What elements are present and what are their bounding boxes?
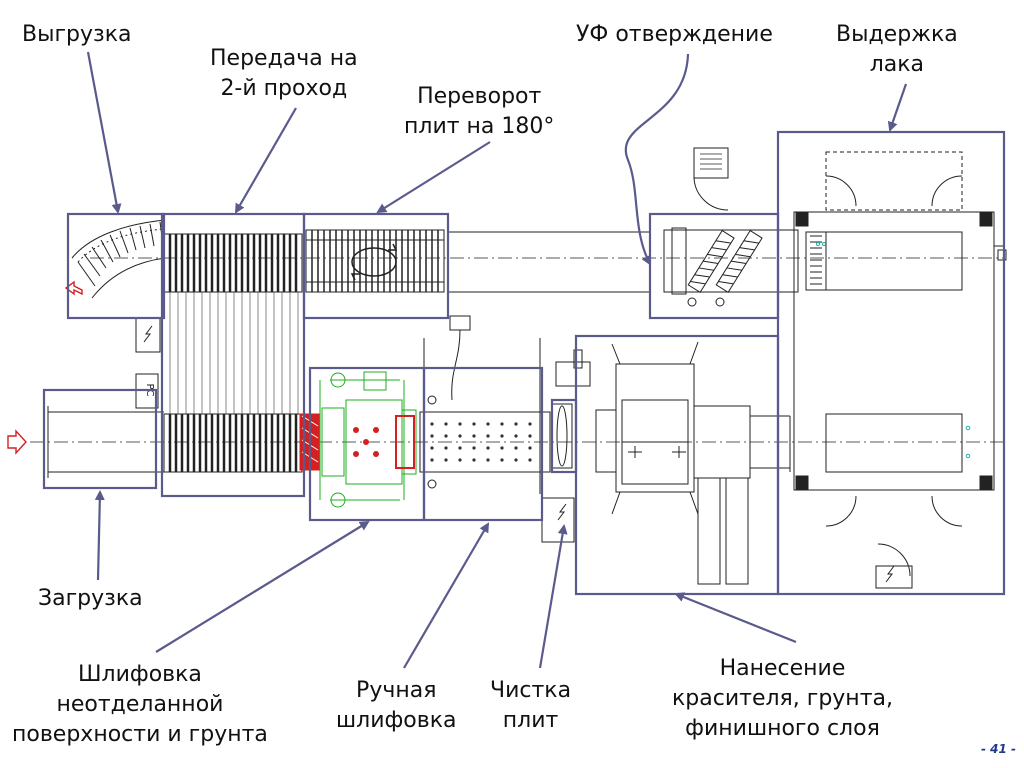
cleaning-unit	[541, 349, 591, 543]
curved-conveyor	[71, 219, 166, 299]
arrow-curing	[887, 83, 908, 132]
manual-sanding-table	[419, 315, 551, 494]
zone-manual	[422, 366, 544, 522]
zone-unloading	[66, 212, 166, 320]
zone-curing	[776, 130, 1006, 596]
zone-frames	[42, 130, 1006, 596]
label-manual: Ручная шлифовка	[336, 678, 457, 733]
transfer-rollers-top	[163, 233, 303, 293]
label-curing: Выдержка лака	[836, 22, 958, 77]
sanding-machine	[299, 371, 417, 508]
label-sanding: Шлифовка неотделанной поверхности и грун…	[12, 662, 268, 747]
label-coating: Нанесение красителя, грунта, финишного с…	[672, 656, 893, 741]
arrow-unloading	[86, 51, 122, 214]
callout-arrows	[86, 51, 908, 669]
label-cleaning: Чистка плит	[490, 678, 572, 733]
page-number: - 41 -	[980, 742, 1016, 756]
curing-sensors	[816, 242, 971, 459]
label-uv: УФ отверждение	[576, 22, 773, 47]
upper-conveyor	[447, 226, 651, 298]
control-cabinet	[135, 317, 161, 353]
arrow-manual	[403, 522, 490, 669]
arrow-uv	[624, 53, 690, 266]
zone-transfer	[160, 212, 306, 498]
arrow-loading	[94, 490, 105, 581]
curing-tower	[789, 151, 1007, 589]
transfer-rollers-bottom	[163, 413, 303, 473]
coating-station	[595, 341, 790, 585]
arrow-cleaning	[538, 524, 568, 669]
label-transfer: Передача на 2-й проход	[210, 46, 358, 101]
transfer-chains	[169, 292, 299, 414]
arrow-transfer	[235, 107, 297, 214]
arrow-flip	[376, 141, 491, 214]
infeed-flow-arrow	[7, 429, 27, 455]
label-unloading: Выгрузка	[22, 22, 132, 47]
zone-flip	[302, 212, 450, 320]
flip-unit	[305, 229, 445, 293]
uv-lamps	[663, 147, 799, 307]
outfeed-flow-arrow	[64, 280, 83, 296]
arrow-coating	[674, 592, 797, 644]
label-flip: Переворот плит на 180°	[404, 84, 555, 139]
arrow-sanding	[155, 520, 370, 653]
label-loading: Загрузка	[38, 586, 143, 611]
zone-loading	[42, 388, 158, 490]
infeed-conveyor	[47, 406, 164, 478]
